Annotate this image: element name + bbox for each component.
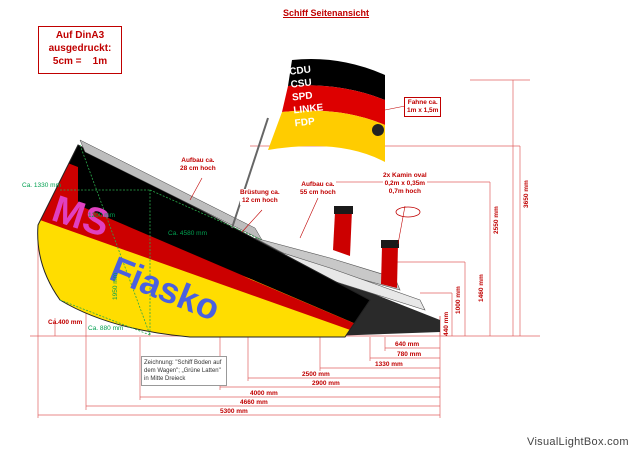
green-measure-lines (59, 144, 263, 336)
red-dim-small: Ca.400 mm (48, 319, 83, 326)
scale-note-line-3: 5cm = 1m (52, 56, 108, 67)
bruestung-label-line-2: 12 cm hoch (241, 197, 278, 204)
vertical-dim-4: 1000 mm (455, 286, 462, 314)
kamin-label: 2x Kamin oval 0,2m x 0,35m 0,7m hoch (383, 172, 427, 196)
kamin-label-line-3: 0,7m hoch (388, 188, 421, 195)
horizontal-dim-3: 1330 mm (375, 361, 403, 368)
green-dim-2: 1200 mm (88, 212, 116, 219)
flag (268, 59, 385, 162)
horizontal-dim-5: 2900 mm (312, 380, 340, 387)
horizontal-dim-7: 4660 mm (240, 399, 268, 406)
green-dim-4: 1950 mm (112, 272, 119, 300)
horizontal-dim-1: 640 mm (395, 341, 420, 348)
scale-note-box: Auf DinA3 ausgedruckt: 5cm = 1m (38, 26, 122, 74)
diagram-title: Schiff Seitenansicht (283, 8, 370, 18)
horizontal-dim-8: 5300 mm (220, 408, 248, 415)
leader-lines (189, 105, 406, 245)
drawing-note: Zeichnung: "Schiff Boden auf dem Wagen";… (141, 356, 227, 386)
green-dim-3: Ca. 4580 mm (168, 230, 208, 237)
scale-note-line-1: Auf DinA3 (55, 30, 105, 41)
kamin-oval-sketch (395, 206, 421, 218)
aufbau-2-label-line-2: 55 cm hoch (300, 189, 336, 196)
watermark: VisualLightBox.com (527, 436, 629, 448)
aufbau-1-label: Aufbau ca. 28 cm hoch (180, 157, 216, 173)
horizontal-dim-4: 2500 mm (302, 371, 330, 378)
funnels (333, 206, 399, 288)
horizontal-dim-6: 4000 mm (250, 390, 278, 397)
aufbau-1-label-line-2: 28 cm hoch (180, 165, 216, 172)
bruestung-label: Brüstung ca. 12 cm hoch (240, 189, 280, 205)
aufbau-2-label-line-1: Aufbau ca. (301, 181, 335, 188)
flag-size-label: Fahne ca. 1m x 1,5m (404, 97, 442, 117)
green-dim-5: Ca. 880 mm (88, 325, 124, 332)
horizontal-dim-2: 780 mm (397, 351, 422, 358)
flag-size-label-line-2: 1m x 1,5m (407, 107, 439, 114)
vertical-dim-5: 440 mm (443, 311, 450, 336)
kamin-label-line-1: 2x Kamin oval (383, 172, 427, 179)
flag-pole (231, 117, 269, 229)
vertical-dim-3: 1460 mm (478, 274, 485, 302)
dimension-lines (30, 79, 540, 418)
kamin-label-line-2: 0,2m x 0,35m (384, 180, 426, 187)
bruestung-label-line-1: Brüstung ca. (240, 189, 280, 196)
aufbau-1-label-line-1: Aufbau ca. (181, 157, 215, 164)
flag-size-label-line-1: Fahne ca. (407, 99, 438, 106)
vertical-dim-2: 2550 mm (493, 206, 500, 234)
green-dim-1: Ca. 1330 mm (22, 182, 62, 189)
vertical-dim-1: 3650 mm (523, 180, 530, 208)
scale-note-line-2: ausgedruckt: (48, 43, 112, 54)
aufbau-2-label: Aufbau ca. 55 cm hoch (300, 181, 336, 197)
